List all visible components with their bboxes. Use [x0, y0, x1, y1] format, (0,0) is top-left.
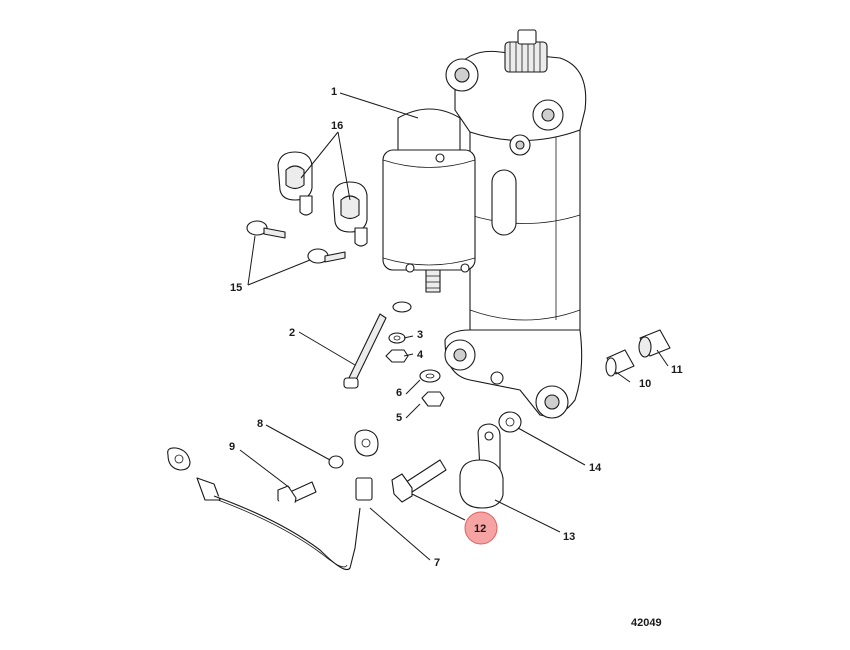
- clip-parts-16: [277, 151, 368, 247]
- callout-2: 2: [289, 327, 295, 339]
- motor-assembly: [444, 29, 587, 419]
- clamp-part-13: [459, 423, 504, 509]
- leader-lines: [239, 92, 669, 561]
- cable-part-2: [343, 301, 412, 389]
- callout-14: 14: [589, 462, 602, 474]
- callout-6: 6: [396, 387, 402, 399]
- ground-cable-part-7: [167, 429, 379, 571]
- callout-4: 4: [417, 349, 424, 361]
- callout-9: 9: [229, 441, 235, 453]
- callout-16: 16: [331, 120, 343, 132]
- washer-part-14: [498, 411, 522, 433]
- screw-parts-15: [246, 220, 346, 264]
- callout-10: 10: [639, 378, 651, 390]
- callout-1: 1: [331, 86, 337, 98]
- bolt-part-12: [391, 459, 447, 503]
- bushing-parts: [605, 329, 671, 377]
- washer-part-8: [328, 455, 344, 469]
- callout-13: 13: [563, 531, 575, 543]
- highlight-marker-12: [464, 511, 498, 545]
- starter-motor: [382, 108, 476, 293]
- callout-7: 7: [434, 557, 440, 569]
- callout-5: 5: [396, 412, 402, 424]
- callout-labels: 1 16 15 2 3 4 6 5 10 11 14 13 12 8 9 7: [229, 86, 683, 569]
- callout-15: 15: [230, 282, 242, 294]
- callout-8: 8: [257, 418, 263, 430]
- callout-3: 3: [417, 329, 423, 341]
- callout-12: 12: [474, 523, 486, 535]
- small-hardware: [385, 332, 445, 407]
- figure-number: 42049: [631, 617, 662, 629]
- callout-11: 11: [671, 364, 683, 376]
